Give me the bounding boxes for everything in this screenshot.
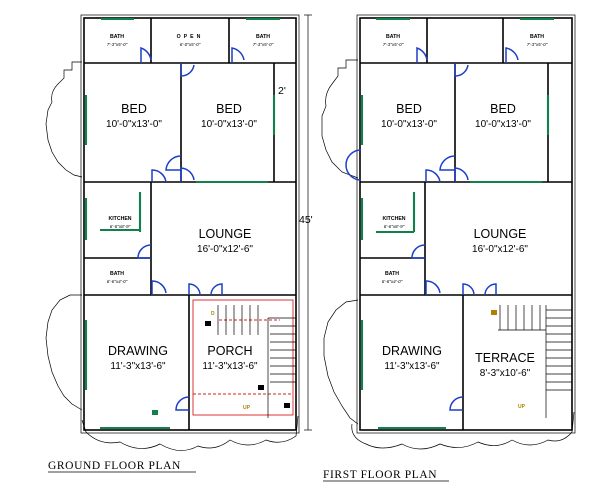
first-staircase — [498, 305, 572, 418]
ground-open-size: 6'-0"x5'-0" — [180, 42, 201, 47]
ground-marker — [284, 403, 290, 408]
first-bath-3-size: 6'-6"x4'-0" — [382, 279, 403, 284]
first-door — [449, 396, 464, 411]
first-door — [454, 63, 469, 77]
first-bath-1-size: 7'-3"x5'-0" — [383, 42, 404, 47]
ground-porch-car-outline — [192, 299, 294, 416]
first-door — [425, 169, 441, 183]
ground-door — [231, 47, 245, 63]
ground-open-name: OPEN — [177, 34, 204, 40]
first-lounge-size: 16'-0"x12'-6" — [472, 244, 528, 255]
ground-marker — [258, 385, 264, 390]
ground-bath-1-size: 7'-3"x5'-0" — [107, 42, 128, 47]
ground-kitchen-size: 6'-6"x8'-9" — [110, 224, 131, 229]
ground-left-lower-outline — [45, 294, 83, 411]
ground-porch-size: 11'-3"x13'-6" — [202, 361, 258, 372]
ground-double-door — [188, 283, 223, 296]
ground-staircase — [217, 305, 296, 418]
first-lounge-name: LOUNGE — [474, 227, 527, 241]
ground-floor-plan: D UP BATH 7'-3"x5'-0" OPEN 6'-0"x5'-0" B… — [45, 14, 300, 451]
first-bath-1-name: BATH — [386, 34, 400, 40]
first-door — [425, 280, 441, 295]
ground-bed-2-size: 10'-0"x13'-0" — [201, 119, 257, 130]
ground-stair-label-up: UP — [243, 405, 251, 411]
ground-drawing-size: 11'-3"x13'-6" — [110, 361, 166, 372]
overall-depth-label: 45' — [299, 214, 313, 226]
first-bottom-scallop — [351, 411, 575, 450]
first-door — [454, 167, 469, 182]
ground-door — [140, 46, 152, 63]
first-door — [505, 47, 519, 63]
ground-door — [165, 155, 182, 171]
ground-marker — [205, 321, 211, 326]
ground-bath-2-name: BATH — [256, 34, 270, 40]
ground-door — [137, 244, 152, 259]
first-bath-2-name: BATH — [530, 34, 544, 40]
first-door — [416, 46, 428, 63]
first-drawing-size: 11'-3"x13'-6" — [384, 361, 440, 372]
ground-bottom-scallop — [81, 415, 299, 451]
ground-porch-name: PORCH — [207, 344, 252, 358]
ground-pillar — [152, 410, 158, 415]
ground-lounge-name: LOUNGE — [199, 227, 252, 241]
overall-dimension: 45' — [299, 14, 313, 431]
ground-shaft-dimension: 2' — [278, 85, 286, 97]
ground-bed-1-name: BED — [121, 102, 147, 116]
ground-door — [180, 167, 195, 182]
first-left-balcony-outline — [321, 59, 359, 179]
first-left-lower-outline — [323, 299, 359, 425]
first-kitchen-name: KITCHEN — [382, 216, 405, 222]
ground-bed-1-size: 10'-0"x13'-0" — [106, 119, 162, 130]
ground-drawing-name: DRAWING — [108, 344, 168, 358]
ground-left-garden-outline — [45, 61, 83, 178]
ground-outer-wall-outer-line — [80, 14, 300, 434]
first-kitchen-size: 6'-6"x8'-9" — [384, 224, 405, 229]
ground-outer-wall — [83, 17, 297, 431]
ground-bath-3-name: BATH — [110, 271, 124, 277]
first-door — [411, 244, 426, 259]
first-bed-2-name: BED — [490, 102, 516, 116]
first-bed-1-size: 10'-0"x13'-0" — [381, 119, 437, 130]
first-drawing-name: DRAWING — [382, 344, 442, 358]
first-bed-2-size: 10'-0"x13'-0" — [475, 119, 531, 130]
first-terrace-name: TERRACE — [475, 351, 535, 365]
first-floor-caption: FIRST FLOOR PLAN — [323, 469, 437, 481]
ground-floor-caption: GROUND FLOOR PLAN — [48, 460, 181, 472]
first-floor-plan: UP BATH 7'-3"x5'-0" BATH 7'-3"x5'-0" BED… — [321, 14, 576, 450]
first-outer-wall — [359, 17, 573, 431]
first-double-door — [462, 283, 497, 296]
ground-door — [151, 169, 167, 183]
first-bath-3-name: BATH — [385, 271, 399, 277]
ground-bed-2-name: BED — [216, 102, 242, 116]
ground-lounge-size: 16'-0"x12'-6" — [197, 244, 253, 255]
first-terrace-size: 8'-3"x10'-6" — [480, 368, 531, 379]
first-door — [439, 155, 456, 171]
first-bed-1-name: BED — [396, 102, 422, 116]
ground-kitchen-name: KITCHEN — [108, 216, 131, 222]
ground-bath-1-name: BATH — [110, 34, 124, 40]
ground-door — [180, 63, 195, 77]
first-outer-wall-outer-line — [356, 14, 576, 434]
first-marker — [491, 310, 497, 315]
first-stair-label-up: UP — [518, 404, 526, 410]
ground-stair-label-top: D — [211, 311, 215, 317]
ground-bath-2-size: 7'-3"x5'-0" — [253, 42, 274, 47]
first-balcony-door — [345, 149, 362, 181]
first-bath-2-size: 7'-3"x5'-0" — [527, 42, 548, 47]
ground-door — [175, 396, 190, 411]
ground-bath-3-size: 6'-6"x4'-0" — [107, 279, 128, 284]
ground-door — [151, 280, 167, 295]
